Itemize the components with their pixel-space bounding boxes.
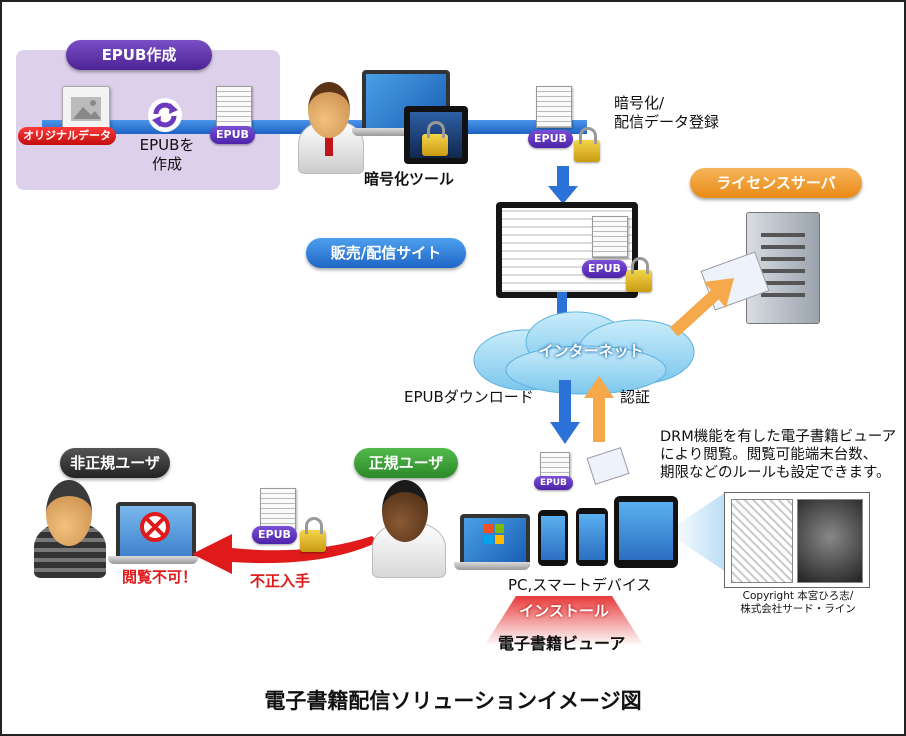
tablet-icon [614,496,678,568]
leaked-epub-icon [260,488,296,530]
sales-site-label: 販売/配信サイト [306,238,466,268]
original-data-tag: オリジナルデータ [18,127,116,145]
manga-preview-image [724,492,870,588]
illegal-user-head [46,480,92,546]
legit-user-head [382,480,428,542]
ebook-viewer-label: 電子書籍ビューア [498,634,626,653]
cannot-view-label: 閲覧不可！ [122,568,198,586]
install-label: インストール [519,602,609,620]
encrypt-tool-label: 暗号化ツール [364,170,455,188]
arrow-down-to-site [548,166,578,208]
padlock-icon [422,121,448,156]
epub-create-header: EPUB作成 [66,40,212,70]
epub-tag-leaked: EPUB [252,526,297,544]
auth-label: 認証 [620,388,651,406]
padlock-icon [574,127,600,162]
refresh-icon [148,98,182,132]
smartphone-icon [576,508,608,566]
internet-label: インターネット [538,342,644,360]
epub-document-icon [216,86,252,128]
internet-cloud-icon [466,308,706,402]
encrypted-epub-icon [536,86,572,128]
arrow-auth [584,376,614,446]
drm-note: DRM機能を有した電子書籍ビューア により閲覧。閲覧可能端末台数、 期限などのル… [660,429,897,482]
epub-tag: EPUB [210,126,255,144]
padlock-icon [300,517,326,552]
prohibited-icon [138,510,172,548]
epub-tag-site: EPUB [582,260,627,278]
epub-download-label: EPUBダウンロード [404,388,534,406]
windows-logo-icon [484,524,504,548]
license-server-label: ライセンスサーバ [690,168,862,198]
arrow-to-license-server [668,278,738,342]
encrypt-register-label: 暗号化/ 配信データ登録 [614,94,720,131]
illegal-transfer-arrow [192,518,382,578]
illegal-user-label: 非正規ユーザ [60,448,170,478]
site-epub-icon [592,216,628,258]
legit-user-label: 正規ユーザ [354,448,458,478]
license-cert-icon [586,447,630,485]
viewer-beam [678,492,726,572]
epub-create-step-label: EPUBを 作成 [139,136,195,173]
epub-tag-encrypted: EPUB [528,130,573,148]
illegal-obtain-label: 不正入手 [250,572,311,590]
padlock-icon [626,257,652,292]
operator-head [308,82,350,138]
copyright-label: Copyright 本宮ひろ志/ 株式会社サード・ライン [740,590,856,616]
page-title: 電子書籍配信ソリューションイメージ図 [264,689,642,713]
epub-tag-device: EPUB [534,476,573,490]
arrow-download [550,380,580,448]
tie-icon [325,122,333,156]
pc-smart-label: PC,スマートデバイス [508,576,652,594]
smartphone-icon [538,510,568,566]
